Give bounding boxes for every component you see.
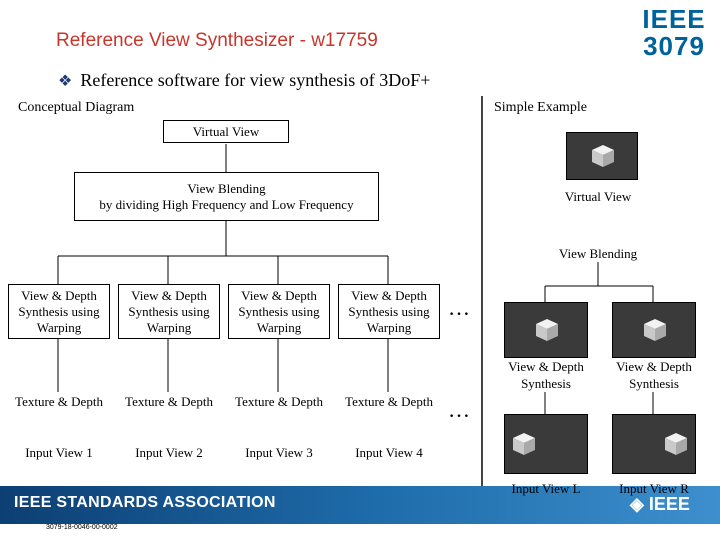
cube-icon xyxy=(513,433,535,455)
slide-title: Reference View Synthesizer - w17759 xyxy=(56,30,378,51)
virtual-view-label: Virtual View xyxy=(192,123,260,139)
view-blending-line-2: by dividing High Frequency and Low Frequ… xyxy=(99,196,354,212)
footer-logo-text: IEEE xyxy=(648,494,690,514)
warping-synthesis-label: View & Depth Synthesis using Warping xyxy=(128,287,210,335)
example-input-left-label: Input View L xyxy=(511,481,581,496)
conceptual-diagram-label: Conceptual Diagram xyxy=(18,100,135,115)
texture-depth-label: Texture & Depth xyxy=(15,394,103,409)
diamond-bullet-icon: ❖ xyxy=(58,73,73,90)
input-view-label: Input View 4 xyxy=(355,445,423,460)
synthesized-right-image xyxy=(612,302,696,358)
virtual-view-image xyxy=(566,132,638,180)
input-left-image xyxy=(504,414,588,474)
warping-synthesis-box: View & Depth Synthesis using Warping xyxy=(338,284,440,339)
warping-synthesis-label: View & Depth Synthesis using Warping xyxy=(18,287,100,335)
simple-example-label: Simple Example xyxy=(494,100,587,115)
texture-depth-label: Texture & Depth xyxy=(235,394,323,409)
warping-synthesis-label: View & Depth Synthesis using Warping xyxy=(238,287,320,335)
more-views-ellipsis: … xyxy=(448,295,471,320)
warping-synthesis-box: View & Depth Synthesis using Warping xyxy=(118,284,220,339)
virtual-view-box: Virtual View xyxy=(163,120,289,143)
synthesized-left-image xyxy=(504,302,588,358)
warping-synthesis-box: View & Depth Synthesis using Warping xyxy=(8,284,110,339)
example-input-right-label: Input View R xyxy=(619,481,689,496)
section-divider xyxy=(481,96,483,510)
input-right-image xyxy=(612,414,696,474)
texture-depth-label: Texture & Depth xyxy=(125,394,213,409)
cube-icon xyxy=(644,319,666,341)
cube-icon xyxy=(665,433,687,455)
footer-bar xyxy=(0,486,720,524)
example-virtual-view-label: Virtual View xyxy=(564,189,632,204)
view-blending-box: View Blending by dividing High Frequency… xyxy=(74,172,379,221)
ieee-3079-logo: IEEE 3079 xyxy=(638,6,710,60)
cube-icon xyxy=(592,145,614,167)
logo-line-2: 3079 xyxy=(643,31,705,61)
ieee-diamond-icon: ◈ xyxy=(630,494,644,514)
footer-association-name: IEEE STANDARDS ASSOCIATION xyxy=(14,494,276,511)
example-view-blending-label: View Blending xyxy=(558,246,638,261)
input-view-label: Input View 2 xyxy=(135,445,203,460)
input-view-label: Input View 1 xyxy=(25,445,93,460)
footer-ieee-logo: ◈ IEEE xyxy=(630,494,690,515)
bullet-text: Reference software for view synthesis of… xyxy=(80,70,431,90)
texture-depth-label: Texture & Depth xyxy=(345,394,433,409)
cube-icon xyxy=(536,319,558,341)
warping-synthesis-label: View & Depth Synthesis using Warping xyxy=(348,287,430,335)
logo-line-1: IEEE xyxy=(642,4,706,34)
warping-synthesis-box: View & Depth Synthesis using Warping xyxy=(228,284,330,339)
bullet-point: ❖ Reference software for view synthesis o… xyxy=(58,70,430,91)
more-views-ellipsis: … xyxy=(448,397,471,422)
input-view-label: Input View 3 xyxy=(245,445,313,460)
document-number: 3079-18-0046-00-0002 xyxy=(46,524,118,531)
view-blending-line-1: View Blending xyxy=(187,180,266,196)
example-synthesis-right-label: View & Depth Synthesis xyxy=(616,359,692,391)
example-synthesis-left-label: View & Depth Synthesis xyxy=(508,359,584,391)
